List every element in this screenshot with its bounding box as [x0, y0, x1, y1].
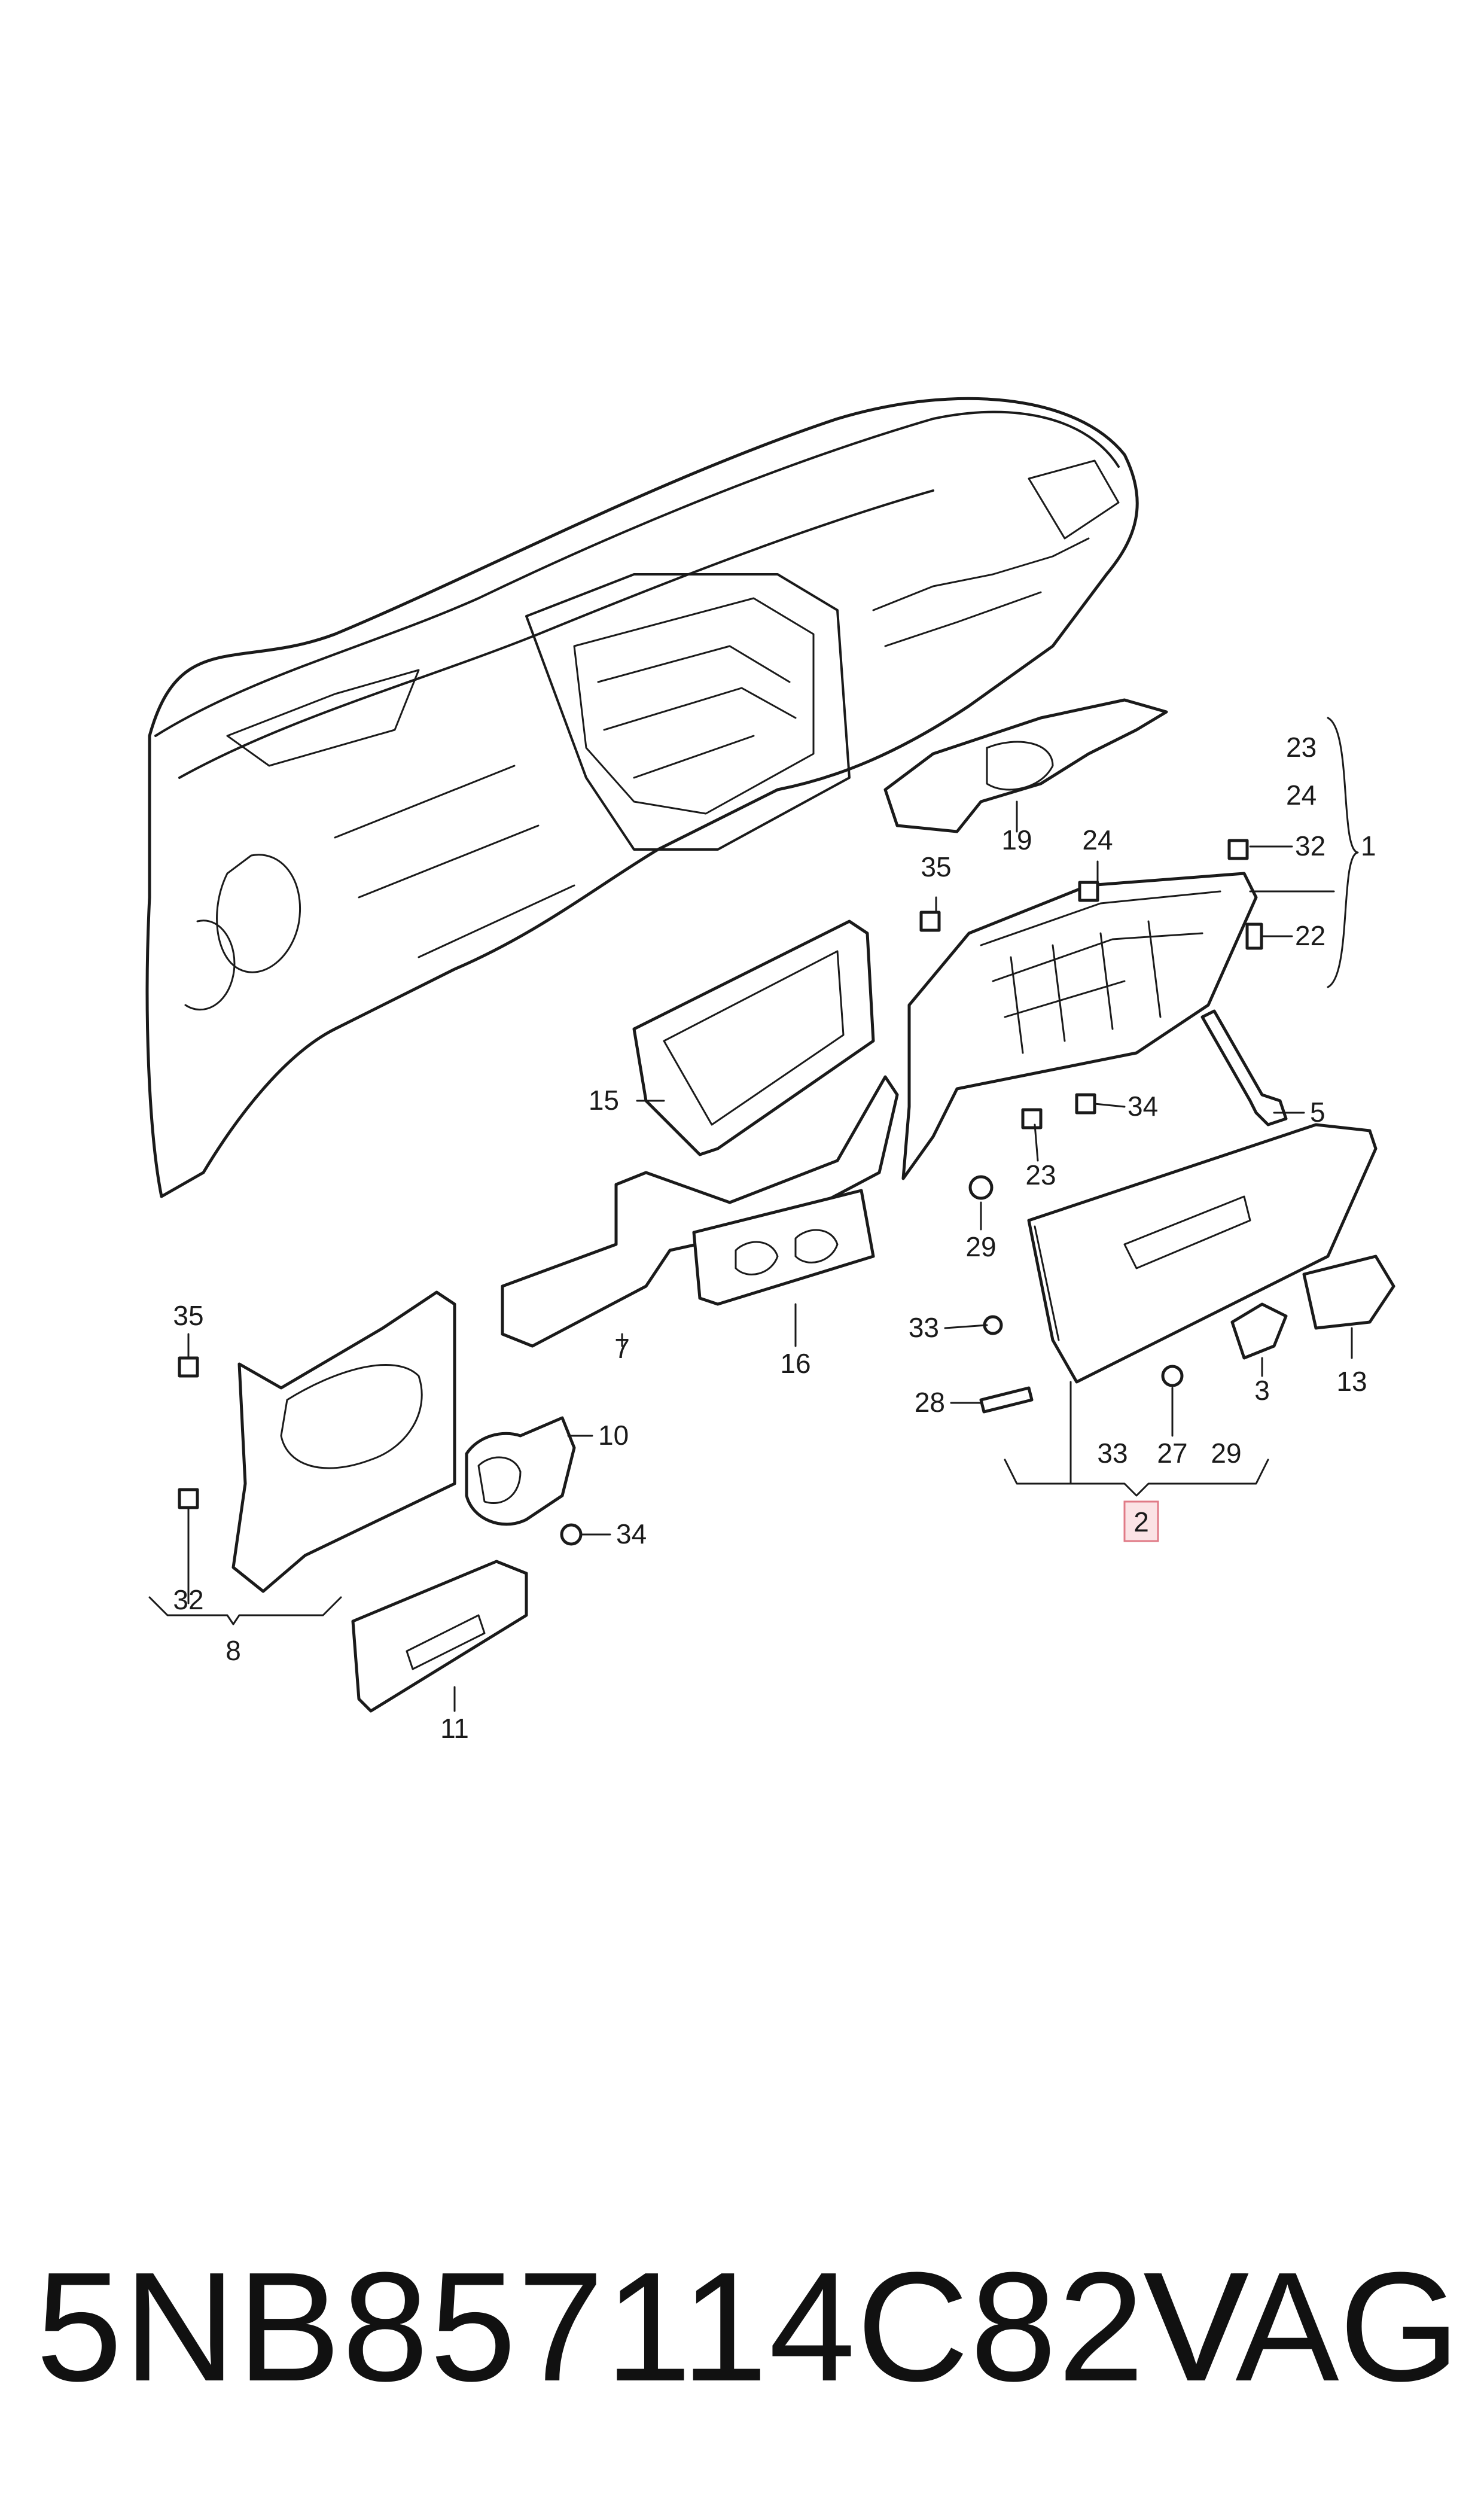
callout-19: 19 [1001, 824, 1032, 855]
callout-11: 11 [440, 1713, 469, 1744]
part-15-display-frame [632, 919, 875, 1156]
part-7-lower-trim [501, 1075, 899, 1348]
highlight-box [1123, 1500, 1159, 1542]
callout-23: 23 [1025, 1159, 1056, 1191]
callout-32: 32 [1295, 830, 1325, 861]
callout-34: 34 [1128, 1091, 1158, 1122]
part-11-storage-bin [351, 1560, 528, 1713]
part-8-console-trim [231, 1290, 456, 1593]
callout-33: 33 [909, 1312, 939, 1343]
callout-24: 24 [1286, 780, 1317, 811]
callout-2: 2 [1133, 1506, 1149, 1537]
callout-23: 23 [1286, 732, 1317, 763]
callout-35: 35 [173, 1300, 203, 1331]
callout-29: 29 [1211, 1438, 1241, 1469]
callout-33: 33 [1097, 1438, 1128, 1469]
part-3-latch [1230, 1302, 1288, 1360]
callout-labels: 23 24 32 1 22 19 24 35 15 5 34 23 29 33 … [173, 732, 1376, 1744]
callout-15: 15 [589, 1085, 619, 1116]
callout-7: 7 [614, 1333, 630, 1364]
callout-32: 32 [173, 1584, 203, 1615]
callout-8: 8 [226, 1635, 241, 1666]
callout-3: 3 [1254, 1375, 1270, 1406]
part-19-trim [883, 698, 1168, 833]
callout-24: 24 [1082, 824, 1113, 855]
part-number-label: 5NB857114C82V [36, 2240, 1251, 2414]
callout-1: 1 [1361, 830, 1376, 861]
callout-35: 35 [921, 851, 951, 882]
part-16-climate-panel [692, 1189, 875, 1306]
brand-label: VAG [1143, 2240, 1460, 2414]
dashboard-assembly [145, 397, 1139, 1198]
part-13-tray [1302, 1255, 1395, 1330]
callout-29: 29 [965, 1231, 996, 1262]
callout-34: 34 [616, 1518, 647, 1549]
leader-lines [148, 717, 1359, 1712]
callout-5: 5 [1310, 1097, 1325, 1128]
exploded-parts-diagram: 23 24 32 1 22 19 24 35 15 5 34 23 29 33 … [145, 397, 1395, 1744]
callout-16: 16 [780, 1348, 810, 1379]
callout-28: 28 [915, 1387, 945, 1418]
callout-22: 22 [1295, 920, 1325, 951]
footer: 5NB857114C82V VAG [0, 2213, 1484, 2441]
part-2-glovebox-lid [1027, 1123, 1378, 1384]
part-5-damper [1200, 1009, 1288, 1126]
callout-13: 13 [1336, 1366, 1367, 1397]
part-1-glovebox-housing [901, 872, 1258, 1180]
callout-27: 27 [1157, 1438, 1187, 1469]
callout-10: 10 [598, 1420, 629, 1451]
